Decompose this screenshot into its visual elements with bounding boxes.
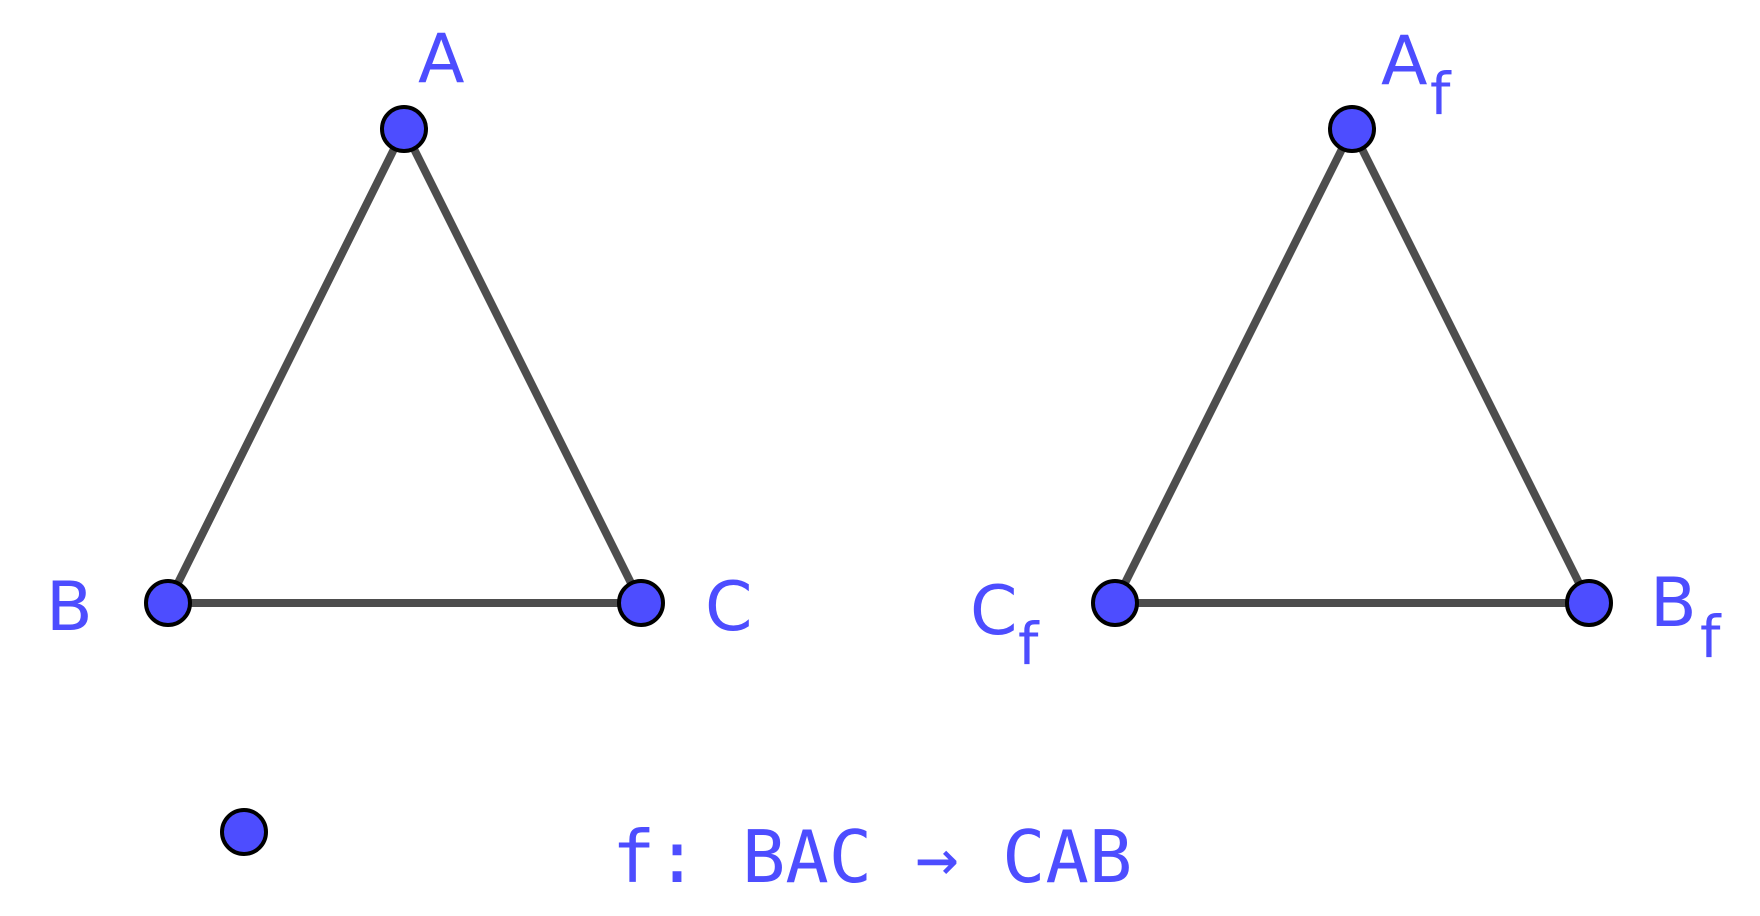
point-af[interactable]: [1328, 105, 1376, 153]
edge-af-bf: [1348, 125, 1593, 607]
label-a: A: [418, 20, 465, 99]
free-point[interactable]: [220, 808, 268, 856]
label-bf-subscript: f: [1700, 603, 1722, 671]
triangle-original: A B C: [46, 20, 752, 647]
label-c: C: [705, 568, 752, 647]
point-b[interactable]: [144, 579, 192, 627]
edge-af-cf: [1111, 125, 1356, 607]
point-a[interactable]: [380, 105, 428, 153]
label-cf: C: [970, 572, 1017, 651]
edge-ab: [164, 125, 408, 607]
label-b: B: [46, 568, 93, 647]
triangle-image: A f C f B f: [970, 22, 1722, 678]
label-af: A: [1381, 22, 1428, 101]
point-bf[interactable]: [1565, 579, 1613, 627]
point-c[interactable]: [617, 579, 665, 627]
edge-ac: [400, 125, 645, 607]
formula-text: f: BAC → CAB: [612, 815, 1132, 899]
point-cf[interactable]: [1091, 579, 1139, 627]
label-cf-subscript: f: [1018, 610, 1040, 678]
label-bf: B: [1650, 564, 1697, 643]
label-af-subscript: f: [1430, 60, 1452, 128]
